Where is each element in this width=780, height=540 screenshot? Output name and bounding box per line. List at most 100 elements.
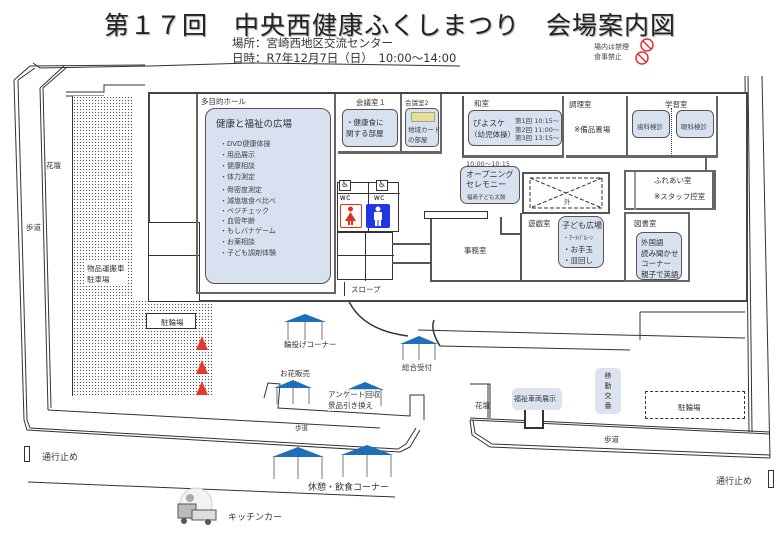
sidewalk-left-label: 歩道: [26, 223, 41, 232]
hall-item: ・もしバナゲーム: [220, 227, 276, 235]
mobile-police-char: 動: [604, 382, 612, 390]
hall-item: ・血管年齢: [220, 217, 255, 225]
bicycle-parking-right-label: 駐輪場: [678, 403, 701, 412]
meeting1-label: 会議室１: [356, 98, 386, 107]
welfare-vehicle-display: 福祉車両展示: [512, 388, 562, 410]
corridor-line: [392, 262, 430, 264]
road-closed-barrier-right: [768, 470, 774, 488]
dental-checkup-panel: 歯科検診: [632, 110, 670, 138]
accessible-icon-right: ♿: [376, 180, 388, 191]
survey-line: 景品引き換え: [328, 401, 373, 410]
meeting1-panel-line: ・健康食に: [346, 118, 384, 127]
dental-checkup-label: 歯科検診: [637, 123, 663, 131]
room-study: 学習室 歯科検診 眼科検診: [628, 96, 718, 158]
female-restroom-icon: [340, 204, 362, 228]
piyosuke-title: ぴよスケ: [473, 119, 505, 128]
hall-item: ・ベジチェック: [220, 207, 269, 215]
mobile-police-char: 番: [604, 402, 612, 410]
hall-item: ・DVD健康体操: [220, 140, 271, 148]
library-panel-line: 外国語: [641, 238, 664, 247]
tent-icon: [284, 314, 326, 340]
kitchen-car-label: キッチンカー: [228, 513, 283, 523]
notice-no-smoking: 場内は禁煙: [594, 43, 629, 51]
wall-segment: [500, 233, 520, 235]
washitsu-label: 和室: [474, 99, 489, 108]
wc-label-right: ＷＣ: [374, 196, 386, 202]
room-meeting-2: 会議室2 地域カード の部屋: [402, 94, 442, 154]
flowerbed-left-label: 花壇: [46, 161, 61, 170]
kitchen-car-icon: [177, 487, 217, 525]
hall-item: ・子ども調剤体験: [220, 249, 276, 257]
piyosuke-subtitle: （幼児体操）: [470, 130, 515, 139]
venue-text: 場所：宮崎西地区交流センター: [232, 36, 393, 50]
stair-block: [148, 222, 200, 302]
office-counter: [424, 211, 488, 219]
library-panel-line: 親子で英語: [641, 269, 679, 279]
divider: [365, 233, 366, 281]
hall-item: ・お薬相談: [220, 238, 255, 246]
kids-plaza-item: ・皿回し: [563, 256, 593, 265]
restroom-line: [338, 193, 400, 194]
outside-x-icon: [529, 177, 603, 209]
fureai-note: ※スタッフ控室: [654, 192, 706, 201]
datetime-text: 日時：R7年12月7日（日） 10:00〜14:00: [232, 51, 457, 65]
restroom-lower-block: [337, 232, 394, 281]
kids-plaza-item: ・お手玉: [563, 245, 593, 254]
outside-area: 外: [522, 172, 610, 214]
goods-parking-line2: 駐車場: [87, 275, 110, 284]
meeting2-panel: 地域カード の部屋: [405, 108, 441, 147]
tent-icon: [400, 336, 438, 360]
slope-label: スロープ: [351, 285, 381, 294]
meeting2-panel-line: の部屋: [408, 136, 428, 144]
flowerbed-right-label: 花壇: [475, 401, 490, 410]
road-closed-barrier-left: [24, 446, 30, 462]
accessible-icon-left: ♿: [339, 180, 351, 191]
notice-no-eating: 食事禁止: [594, 53, 622, 61]
fureai-wall: [634, 172, 636, 210]
health-welfare-panel: 健康と福祉の広場 ・DVD健康体操 ・用品展示 ・健康相談 ・体力測定 ・骨密度…: [205, 108, 331, 284]
bicycle-parking-left-label: 駐輪場: [161, 318, 184, 327]
tent-icon: [274, 380, 312, 404]
cooking-note: ※備品置場: [574, 125, 611, 134]
divider: [338, 255, 394, 256]
kids-plaza-item: ・ｱｰﾄﾊﾞﾙｰﾝ: [563, 235, 594, 242]
road-closed-right-label: 通行止め: [716, 477, 753, 487]
piyosuke-session: 第1回 10:15〜: [515, 117, 560, 125]
outside-label: 外: [564, 198, 571, 206]
no-smoking-eating-icons: [635, 38, 654, 65]
goods-parking-label: 物品運搬車 駐車場: [84, 262, 128, 286]
goods-parking-line1: 物品運搬車: [87, 264, 125, 273]
meeting2-label: 会議室2: [405, 99, 429, 107]
wall-segment: [705, 158, 707, 170]
room-multipurpose-hall: 多目的ホール 健康と福祉の広場 ・DVD健康体操 ・用品展示 ・健康相談 ・体力…: [196, 94, 336, 294]
traffic-cone-icon: [196, 381, 208, 395]
library-label: 図書室: [634, 219, 657, 228]
male-restroom-icon: [366, 204, 390, 228]
playroom-label: 遊戯室: [528, 219, 551, 228]
opening-title-line: セレモニー: [466, 180, 506, 189]
opening-title-line: オープニング: [466, 170, 514, 179]
stair-divider: [148, 255, 200, 256]
corridor-line: [392, 243, 430, 245]
room-meeting-1: 会議室１ ・健康食に 関する部屋: [338, 94, 402, 154]
room-office: 事務室: [430, 218, 520, 282]
reception-label: 総合受付: [402, 363, 432, 372]
kids-plaza-panel: 子ども広場 ・ｱｰﾄﾊﾞﾙｰﾝ ・お手玉 ・皿回し: [558, 216, 604, 268]
eye-checkup-panel: 眼科検診: [676, 110, 714, 138]
goods-parking-area: [72, 96, 132, 396]
room-fureai: ふれあい室 ※スタッフ控室: [624, 170, 716, 210]
rest-area-label: 休憩・飲食コーナー: [308, 483, 390, 493]
hall-label: 多目的ホール: [201, 97, 246, 106]
traffic-cone-icon: [196, 360, 208, 374]
piyosuke-session: 第3回 13:15〜: [515, 134, 560, 142]
office-label: 事務室: [464, 246, 487, 255]
hall-item: ・骨密度測定: [220, 186, 262, 194]
survey-label: アンケート回収 景品引き換え: [328, 389, 381, 411]
hall-item: ・減塩塩食べ比べ: [220, 197, 276, 205]
meeting1-panel: ・健康食に 関する部屋: [342, 109, 398, 147]
library-panel-line: コーナー: [641, 259, 671, 268]
ring-toss-label: 輪投げコーナー: [284, 340, 337, 349]
meeting1-panel-line: 関する部屋: [346, 129, 384, 138]
hall-item: ・健康相談: [220, 162, 255, 170]
sidewalk-bottom-left-label: 歩道: [295, 424, 308, 432]
